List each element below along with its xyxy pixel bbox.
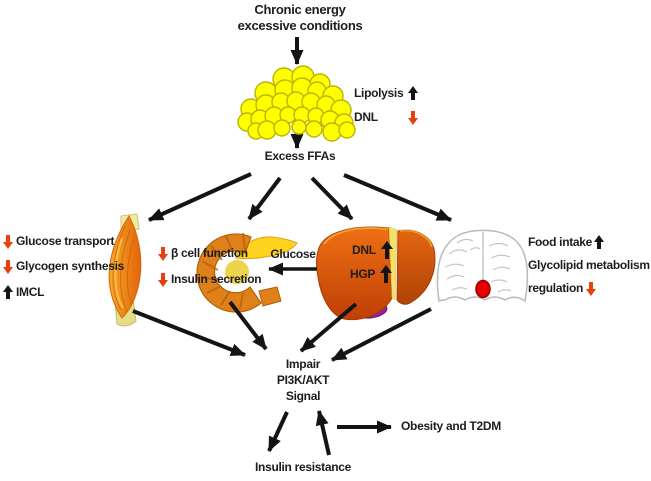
arrow-ffas-to-liver: [310, 176, 354, 221]
insulin-resistance-label: Insulin resistance: [255, 460, 351, 474]
up-arrow-icon: [380, 241, 393, 260]
pancreas-label-beta-cell: β cell function: [158, 246, 248, 261]
adipose-label-dnl: DNL: [354, 110, 418, 125]
impair-line-1: Impair: [285, 357, 321, 371]
beta-cell-function-label: β cell function: [171, 246, 248, 260]
arrow-ffas-to-pancreas: [247, 176, 282, 221]
down-arrow-icon: [408, 110, 418, 125]
down-arrow-icon: [586, 281, 597, 296]
obesity-t2dm-label: Obesity and T2DM: [401, 419, 501, 433]
diagram-title: Chronic energy excessive conditions: [225, 2, 375, 34]
up-arrow-icon: [594, 235, 605, 250]
flow-arrows: [132, 37, 452, 456]
glucose-flow-label: Glucose: [270, 247, 316, 261]
arrow-liver-to-impair: [299, 302, 358, 353]
arrow-ffas-to-brain: [343, 173, 452, 222]
impair-line-2: PI3K/AKT: [276, 373, 330, 387]
down-arrow-icon: [3, 234, 13, 249]
title-line-2: excessive conditions: [237, 18, 363, 33]
hgp-label: HGP: [350, 267, 376, 281]
arrow-impair-to-insulin-resistance: [267, 411, 289, 452]
excess-ffas-label: Excess FFAs: [264, 149, 336, 163]
arrow-muscle-to-impair: [132, 309, 246, 357]
muscle-label-glycogen-synthesis: Glycogen synthesis: [3, 259, 124, 274]
dnl-adipose-label: DNL: [354, 110, 378, 124]
glucose-transport-label: Glucose transport: [16, 234, 115, 248]
arrow-ffas-to-muscle: [148, 172, 252, 222]
adipose-label-lipolysis: Lipolysis: [354, 86, 418, 101]
up-arrow-icon: [3, 285, 13, 300]
imcl-label: IMCL: [16, 285, 45, 299]
liver-illustration: [316, 226, 436, 321]
hypothalamus-shape: [475, 279, 491, 299]
glycogen-synthesis-label: Glycogen synthesis: [16, 259, 124, 273]
brain-label-glycolipid: Glycolipid metabolism: [528, 258, 650, 272]
title-line-1: Chronic energy: [254, 2, 346, 17]
pancreas-illustration: [196, 232, 298, 313]
lipolysis-label: Lipolysis: [354, 86, 404, 100]
brain-illustration: [436, 229, 529, 303]
adipose-tissue-illustration: [237, 65, 356, 142]
impair-signal-label: Impair PI3K/AKT Signal: [255, 356, 351, 404]
food-intake-label: Food intake: [528, 235, 593, 249]
muscle-illustration: [108, 213, 142, 327]
up-arrow-icon: [408, 86, 418, 101]
brain-label-regulation: regulation: [528, 281, 597, 296]
down-arrow-icon: [158, 246, 168, 261]
up-arrow-icon: [380, 265, 393, 284]
dnl-liver-label: DNL: [352, 243, 376, 257]
insulin-secretion-label: Insulin secretion: [171, 272, 262, 286]
muscle-label-glucose-transport: Glucose transport: [3, 234, 115, 249]
liver-label-hgp: HGP: [350, 265, 393, 284]
down-arrow-icon: [158, 272, 168, 287]
arrow-brain-to-impair: [331, 307, 432, 362]
down-arrow-icon: [3, 259, 13, 274]
impair-line-3: Signal: [285, 389, 321, 403]
arrow-pancreas-to-impair: [228, 300, 268, 351]
pancreas-label-insulin-secretion: Insulin secretion: [158, 272, 262, 287]
arrow-insulin-resistance-to-impair: [315, 410, 331, 456]
brain-label-food-intake: Food intake: [528, 235, 605, 250]
liver-label-dnl: DNL: [352, 241, 393, 260]
regulation-label: regulation: [528, 281, 584, 295]
muscle-label-imcl: IMCL: [3, 285, 44, 300]
